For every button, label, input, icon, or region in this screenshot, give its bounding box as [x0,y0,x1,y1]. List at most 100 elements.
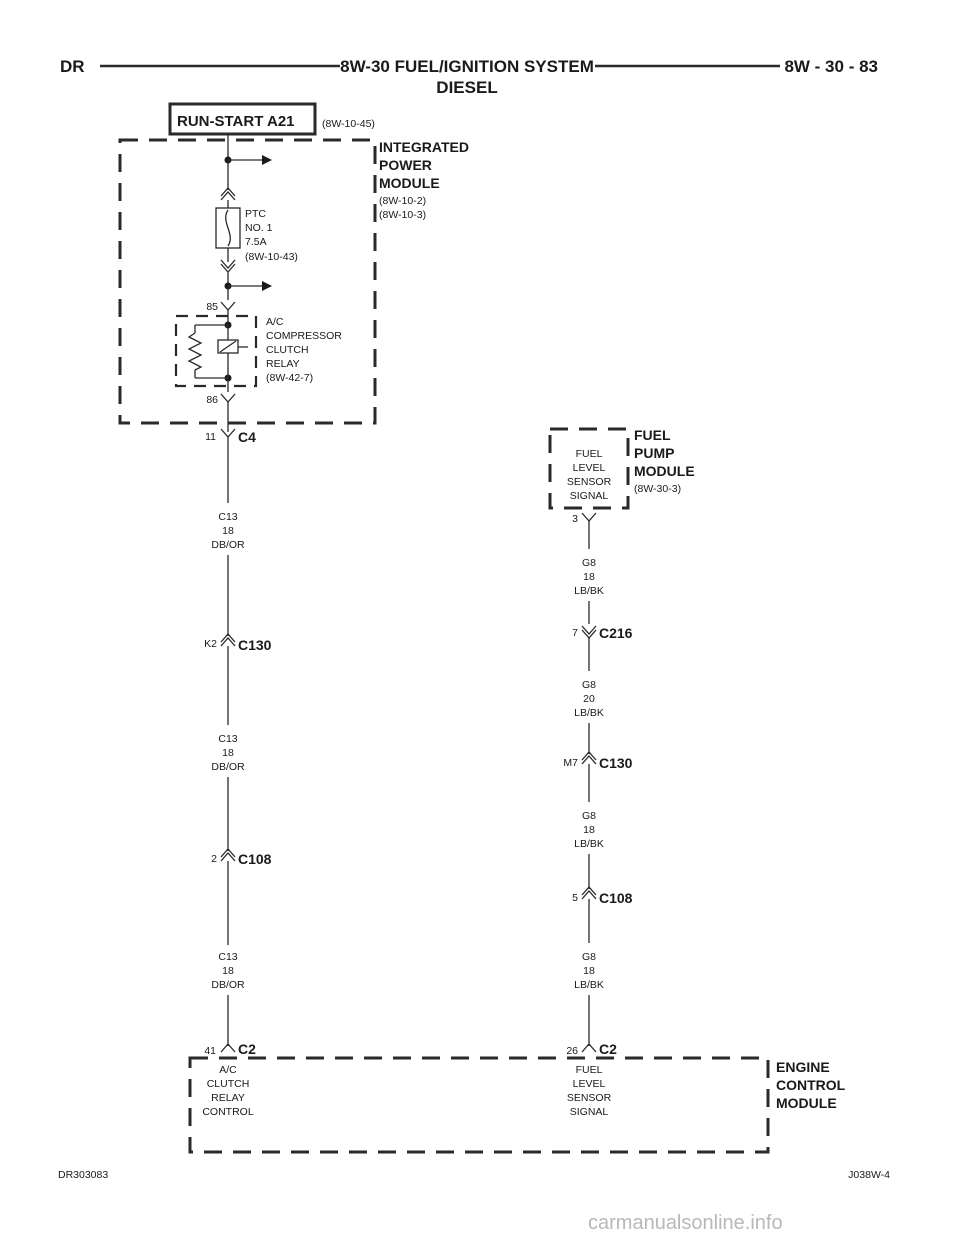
wire3-gauge: 18 [222,965,234,977]
rwire4-color: LB/BK [574,979,604,991]
relay-line3: CLUTCH [266,344,309,356]
relay-line4: RELAY [266,358,300,370]
header-title: 8W-30 FUEL/IGNITION SYSTEM [340,57,594,76]
integrated-power-module: INTEGRATED POWER MODULE (8W-10-2) (8W-10… [118,138,469,425]
source-box [168,102,317,136]
c130-pin-left: K2 [204,638,217,650]
wire3-circuit: C13 [218,951,237,963]
resistor-icon [187,332,203,371]
relay-line1: A/C [266,316,284,328]
wire1-color: DB/OR [211,539,245,551]
ac-compressor-clutch-relay: A/C COMPRESSOR CLUTCH RELAY (8W-42-7) [174,314,342,388]
connector-chevron-icon [220,848,236,862]
c4-label: C4 [238,429,256,445]
fpm-pin-label-line1: FUEL [576,448,603,460]
rwire1-circuit: G8 [582,557,596,569]
connector-pin-icon [220,393,236,403]
connector-chevron-icon [220,633,236,647]
left-circuit: 11 C4 C13 18 DB/OR K2 C130 C13 18 DB/OR … [204,428,272,1057]
c130-pin-right: M7 [563,757,578,769]
header-left: DR [60,57,85,76]
connector-pin-icon [220,1043,236,1053]
ecm-right-pin-line4: SIGNAL [570,1106,609,1118]
c108-label-right: C108 [599,890,633,906]
rwire3-color: LB/BK [574,838,604,850]
rwire2-color: LB/BK [574,707,604,719]
source-label: RUN-START A21 [177,113,295,130]
relay-pin-86: 86 [206,394,218,406]
ecm-left-pin-line4: CONTROL [202,1106,253,1118]
ipm-boundary [118,138,377,425]
wire2-gauge: 18 [222,747,234,759]
ipm-ref1: (8W-10-2) [379,195,426,207]
rwire1-gauge: 18 [583,571,595,583]
connector-pin-icon [581,1043,597,1053]
fpm-pin: 3 [572,513,578,525]
rwire2-circuit: G8 [582,679,596,691]
relay-ref: (8W-42-7) [266,372,313,384]
ipm-name-line3: MODULE [379,175,440,191]
footer-right: J038W-4 [848,1169,890,1181]
c2-label-right: C2 [599,1041,617,1057]
wire2-color: DB/OR [211,761,245,773]
wire1-gauge: 18 [222,525,234,537]
connector-pin-icon [220,301,236,311]
fpm-name-line3: MODULE [634,463,695,479]
c2-pin-left: 41 [204,1045,216,1057]
connector-chevron-icon [581,751,597,765]
fpm-ref: (8W-30-3) [634,483,681,495]
page-header: DR 8W-30 FUEL/IGNITION SYSTEM 8W - 30 - … [60,57,878,97]
source-ref: (8W-10-45) [322,118,375,130]
rwire3-gauge: 18 [583,824,595,836]
wire2-circuit: C13 [218,733,237,745]
fpm-pin-label-line2: LEVEL [573,462,606,474]
ecm-boundary [188,1056,770,1154]
ipm-ref2: (8W-10-3) [379,209,426,221]
c130-label-right: C130 [599,755,633,771]
rwire4-circuit: G8 [582,951,596,963]
connector-chevron-icon [581,886,597,900]
ecm-left-pin-line3: RELAY [211,1092,245,1104]
c130-label-left: C130 [238,637,272,653]
rwire2-gauge: 20 [583,693,595,705]
footer-left: DR303083 [58,1169,108,1181]
ecm-name-line2: CONTROL [776,1077,846,1093]
header-subtitle: DIESEL [436,78,497,97]
relay-pin-85: 85 [206,301,218,313]
c108-pin-right: 5 [572,892,578,904]
c4-pin: 11 [205,431,216,443]
c216-pin: 7 [572,627,578,639]
fuse-line3: 7.5A [245,236,267,248]
c2-pin-right: 26 [566,1045,578,1057]
ecm-name-line3: MODULE [776,1095,837,1111]
ecm-right-pin-line2: LEVEL [573,1078,606,1090]
fuel-pump-module: FUEL LEVEL SENSOR SIGNAL FUEL PUMP MODUL… [548,427,695,525]
connector-chevron-icon [220,187,236,201]
c2-label-left: C2 [238,1041,256,1057]
fuse-ref: (8W-10-43) [245,251,298,263]
header-right: 8W - 30 - 83 [784,57,878,76]
ecm-right-pin-line3: SENSOR [567,1092,612,1104]
wire3-color: DB/OR [211,979,245,991]
engine-control-module: A/C CLUTCH RELAY CONTROL FUEL LEVEL SENS… [188,1056,846,1154]
arrow-right-icon [262,155,272,165]
c108-label-left: C108 [238,851,272,867]
arrow-right-icon [262,281,272,291]
fpm-pin-label-line3: SENSOR [567,476,612,488]
fpm-name-line2: PUMP [634,445,674,461]
watermark-text: carmanualsonline.info [588,1212,783,1234]
right-circuit: G8 18 LB/BK 7 C216 G8 20 LB/BK M7 C130 G… [563,521,633,1057]
ecm-left-pin-line1: A/C [219,1064,237,1076]
ipm-name-line2: POWER [379,157,432,173]
rwire3-circuit: G8 [582,810,596,822]
relay-boundary [174,314,258,388]
ptc-fuse: PTC NO. 1 7.5A (8W-10-43) [215,207,298,263]
ecm-name-line1: ENGINE [776,1059,830,1075]
c216-label: C216 [599,625,633,641]
connector-chevron-icon [581,625,597,639]
rwire4-gauge: 18 [583,965,595,977]
fpm-name-line1: FUEL [634,427,671,443]
wire1-circuit: C13 [218,511,237,523]
c108-pin-left: 2 [211,853,217,865]
